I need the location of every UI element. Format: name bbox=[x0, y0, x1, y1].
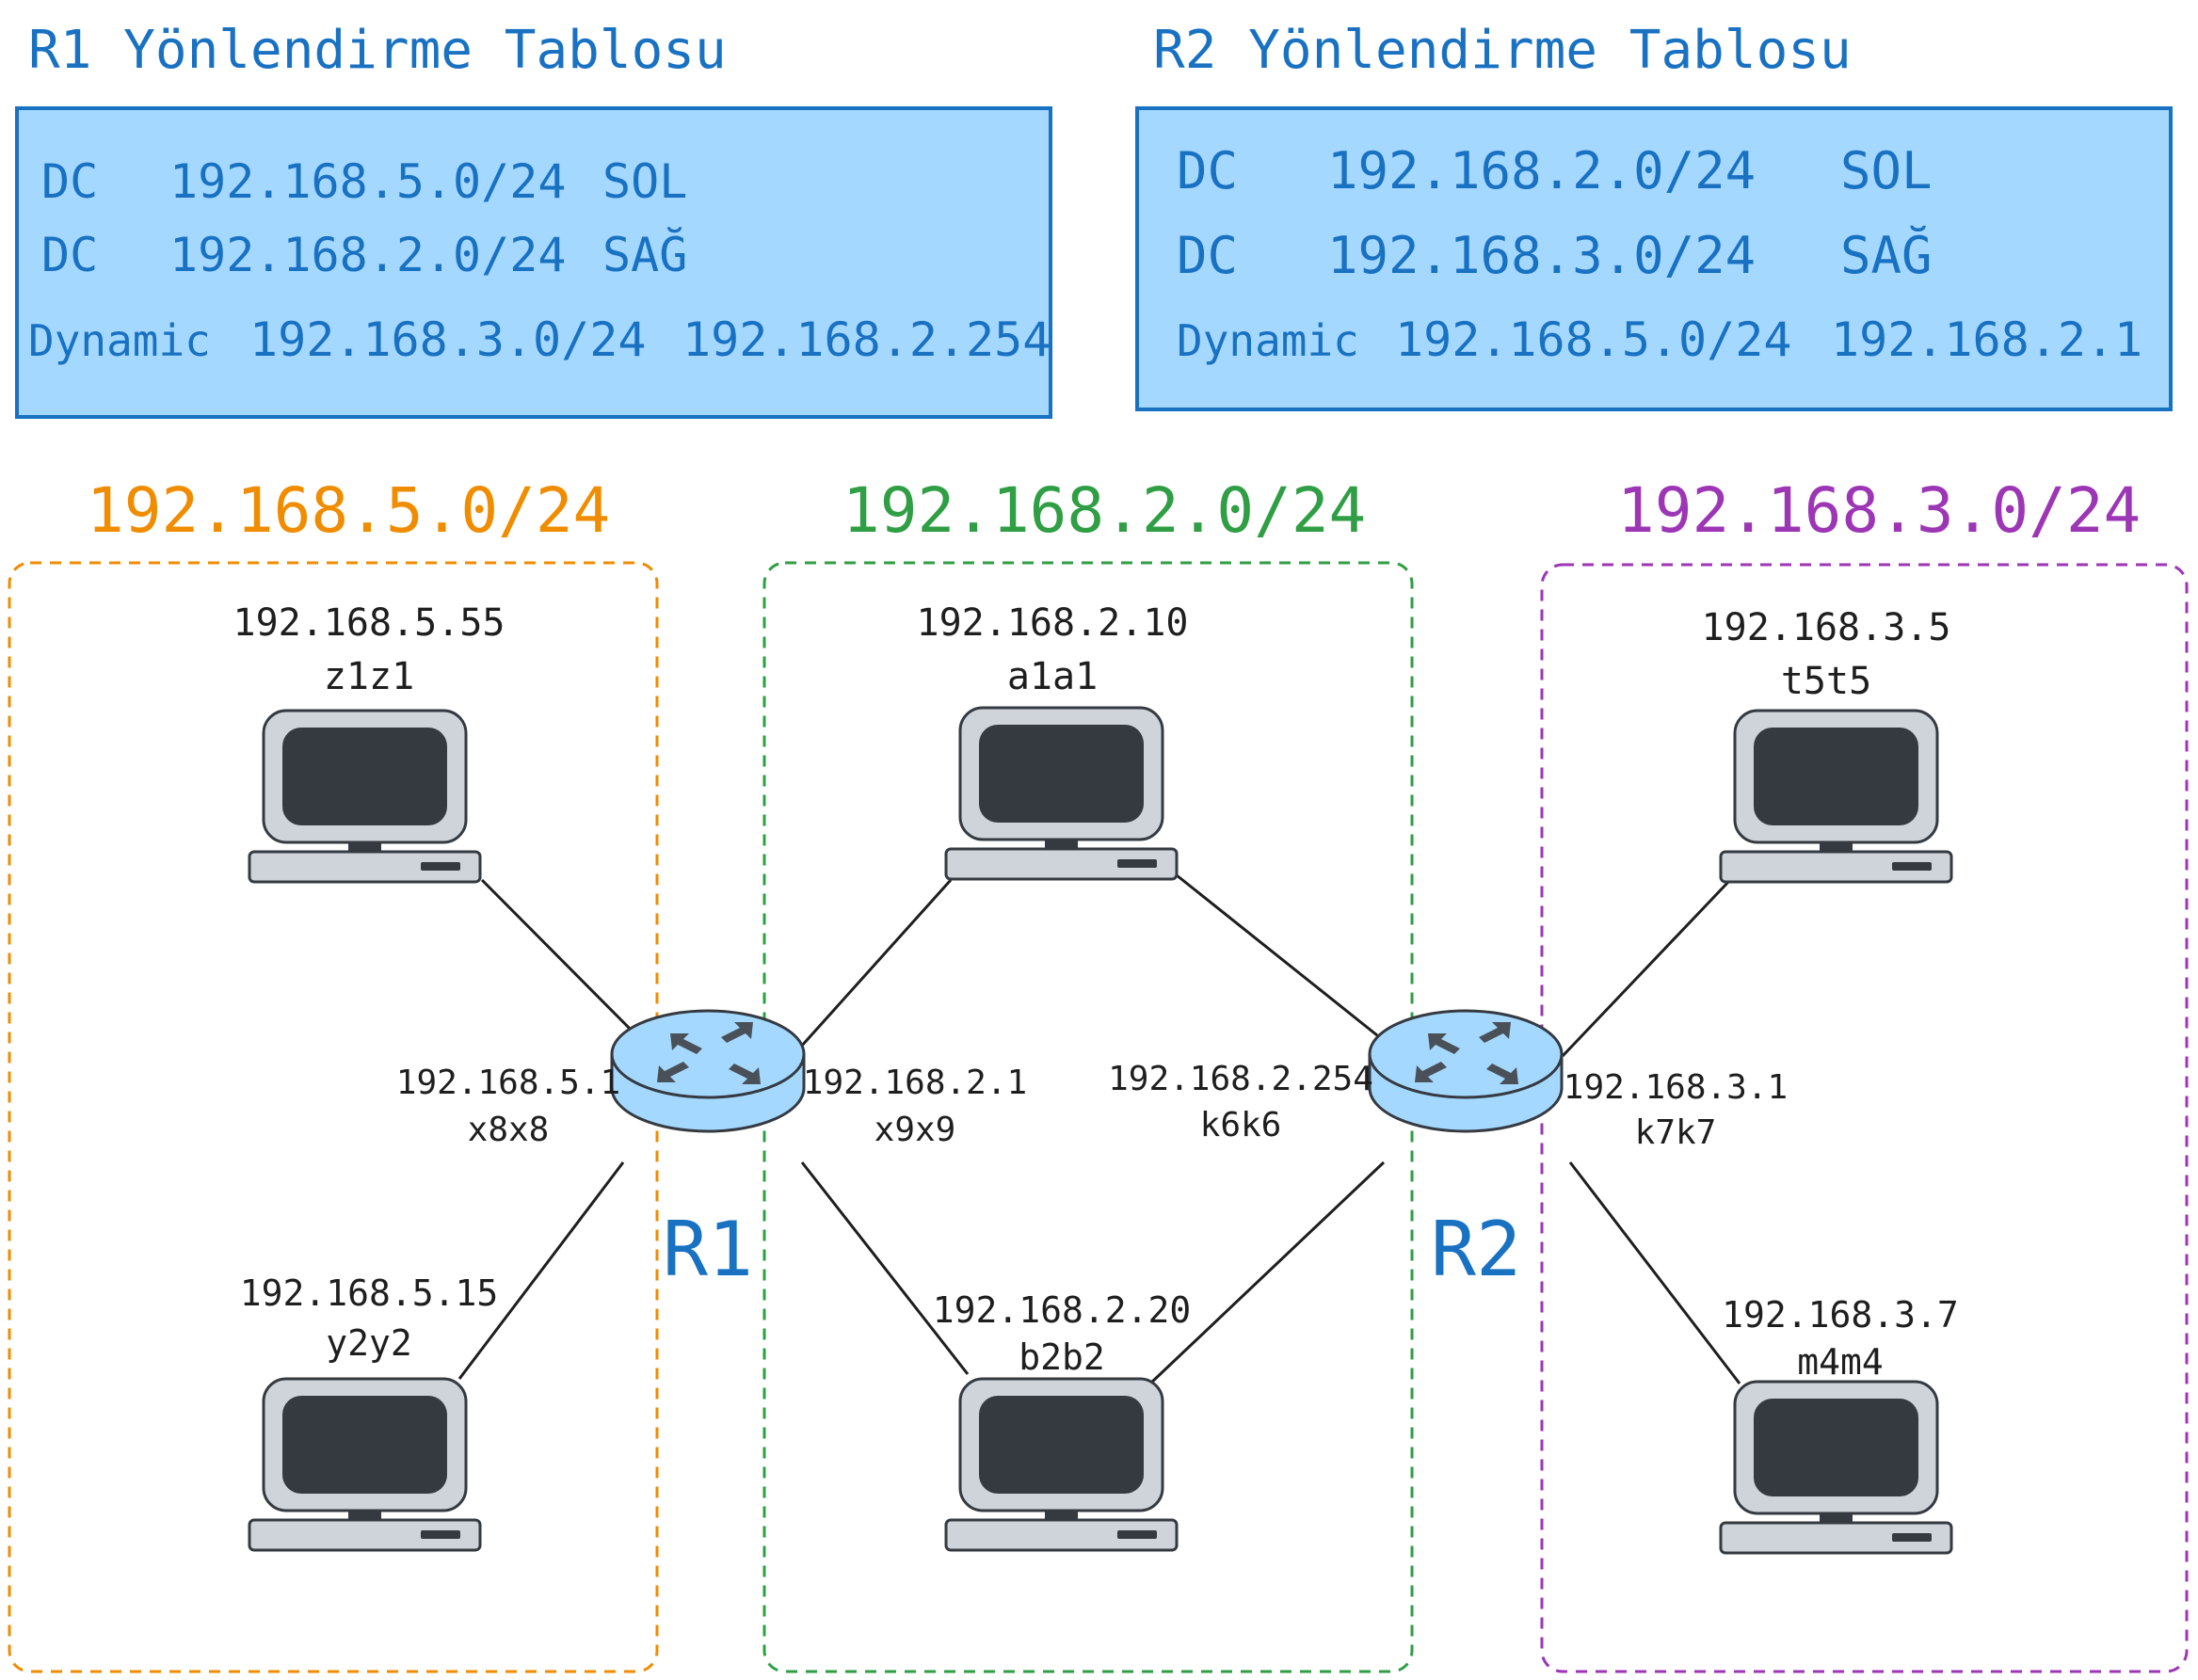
r2-table-box bbox=[1135, 106, 2173, 411]
host-b2b2: 192.168.2.20 b2b2 bbox=[933, 1289, 1192, 1552]
r1-routing-table: R1 Yönlendirme Tablosu DC 192.168.5.0/24… bbox=[15, 20, 1052, 419]
r1-table-box bbox=[15, 106, 1052, 419]
router-icon bbox=[1368, 1009, 1564, 1133]
router-icon bbox=[610, 1009, 806, 1133]
r1-row2-network: 192.168.2.0/24 bbox=[169, 228, 566, 282]
host-y2y2-ip: 192.168.5.15 bbox=[240, 1272, 499, 1314]
r1-right-interface-ip: 192.168.2.1 bbox=[803, 1064, 1027, 1102]
r1-left-interface-ip: 192.168.5.1 bbox=[396, 1064, 620, 1102]
host-m4m4-name: m4m4 bbox=[1797, 1341, 1884, 1383]
r2-row3-network: 192.168.5.0/24 bbox=[1395, 312, 1791, 367]
r1-row1-type: DC bbox=[41, 154, 98, 209]
r1-right-interface-name: x9x9 bbox=[874, 1111, 956, 1149]
r2-row2-interface: SAĞ bbox=[1840, 226, 1933, 285]
r2-routing-table: R2 Yönlendirme Tablosu DC 192.168.2.0/24… bbox=[1135, 20, 2173, 411]
r2-table-title: R2 Yönlendirme Tablosu bbox=[1153, 20, 1852, 81]
network-boundary-right bbox=[1540, 563, 2189, 1673]
host-m4m4: 192.168.3.7 m4m4 bbox=[1719, 1294, 1959, 1555]
host-t5t5-ip: 192.168.3.5 bbox=[1702, 606, 1951, 649]
router-r2: R2 192.168.2.254 k6k6 192.168.3.1 k7k7 bbox=[1108, 1009, 1788, 1293]
network-label-left: 192.168.5.0/24 bbox=[87, 474, 610, 547]
router-r1: R1 192.168.5.1 x8x8 192.168.2.1 x9x9 bbox=[396, 1009, 1027, 1293]
host-t5t5-name: t5t5 bbox=[1781, 660, 1871, 703]
host-z1z1-ip: 192.168.5.55 bbox=[233, 601, 505, 645]
host-b2b2-ip: 192.168.2.20 bbox=[933, 1289, 1192, 1331]
link-t5t5-r2 bbox=[1561, 878, 1732, 1058]
link-y2y2-r1 bbox=[457, 1161, 625, 1380]
r1-row3-nexthop: 192.168.2.254 bbox=[682, 312, 1051, 367]
host-a1a1: 192.168.2.10 a1a1 bbox=[917, 601, 1189, 881]
link-a1a1-r1 bbox=[791, 878, 953, 1058]
r1-row3-type: Dynamic bbox=[28, 315, 211, 366]
r1-row1-interface: SOL bbox=[602, 154, 687, 209]
r1-table-title: R1 Yönlendirme Tablosu bbox=[28, 20, 727, 81]
host-m4m4-ip: 192.168.3.7 bbox=[1722, 1294, 1959, 1336]
r1-left-interface-name: x8x8 bbox=[468, 1111, 550, 1149]
host-z1z1-name: z1z1 bbox=[324, 655, 414, 698]
link-b2b2-r2 bbox=[1148, 1160, 1386, 1385]
r2-left-interface-name: k6k6 bbox=[1200, 1106, 1282, 1144]
host-a1a1-name: a1a1 bbox=[1007, 655, 1098, 698]
link-b2b2-r1 bbox=[800, 1161, 970, 1375]
computer-icon bbox=[248, 1377, 482, 1552]
host-y2y2: 192.168.5.15 y2y2 bbox=[240, 1272, 499, 1552]
link-a1a1-r2 bbox=[1176, 873, 1392, 1048]
r2-row2-network: 192.168.3.0/24 bbox=[1327, 226, 1756, 285]
r2-right-interface-ip: 192.168.3.1 bbox=[1564, 1068, 1788, 1107]
host-b2b2-name: b2b2 bbox=[1019, 1336, 1105, 1378]
network-label-middle: 192.168.2.0/24 bbox=[842, 474, 1366, 547]
computer-icon bbox=[944, 1377, 1179, 1552]
r2-right-interface-name: k7k7 bbox=[1635, 1113, 1717, 1152]
r2-row3-nexthop: 192.168.2.1 bbox=[1831, 312, 2142, 367]
r1-row2-type: DC bbox=[41, 228, 98, 282]
r1-row3-network: 192.168.3.0/24 bbox=[249, 312, 646, 367]
host-z1z1: 192.168.5.55 z1z1 bbox=[233, 601, 505, 884]
links bbox=[457, 873, 1741, 1385]
r2-row1-network: 192.168.2.0/24 bbox=[1327, 141, 1756, 200]
host-a1a1-ip: 192.168.2.10 bbox=[917, 601, 1189, 645]
computer-icon bbox=[248, 709, 482, 884]
r1-row2-interface: SAĞ bbox=[602, 227, 687, 282]
router-r1-label: R1 bbox=[663, 1206, 753, 1293]
computer-icon bbox=[1719, 1380, 1953, 1555]
computer-icon bbox=[944, 706, 1179, 881]
r2-left-interface-ip: 192.168.2.254 bbox=[1108, 1060, 1373, 1098]
host-y2y2-name: y2y2 bbox=[326, 1322, 412, 1364]
r2-row3-type: Dynamic bbox=[1177, 315, 1359, 366]
router-r2-label: R2 bbox=[1431, 1206, 1521, 1293]
r2-row2-type: DC bbox=[1177, 226, 1238, 285]
r2-row1-type: DC bbox=[1177, 141, 1238, 200]
host-t5t5: 192.168.3.5 t5t5 bbox=[1702, 606, 1953, 884]
computer-icon bbox=[1719, 709, 1953, 884]
network-label-right: 192.168.3.0/24 bbox=[1617, 474, 2141, 547]
link-m4m4-r2 bbox=[1568, 1161, 1741, 1384]
r2-row1-interface: SOL bbox=[1840, 141, 1933, 200]
link-z1z1-r1 bbox=[480, 878, 650, 1048]
r1-row1-network: 192.168.5.0/24 bbox=[169, 154, 566, 209]
